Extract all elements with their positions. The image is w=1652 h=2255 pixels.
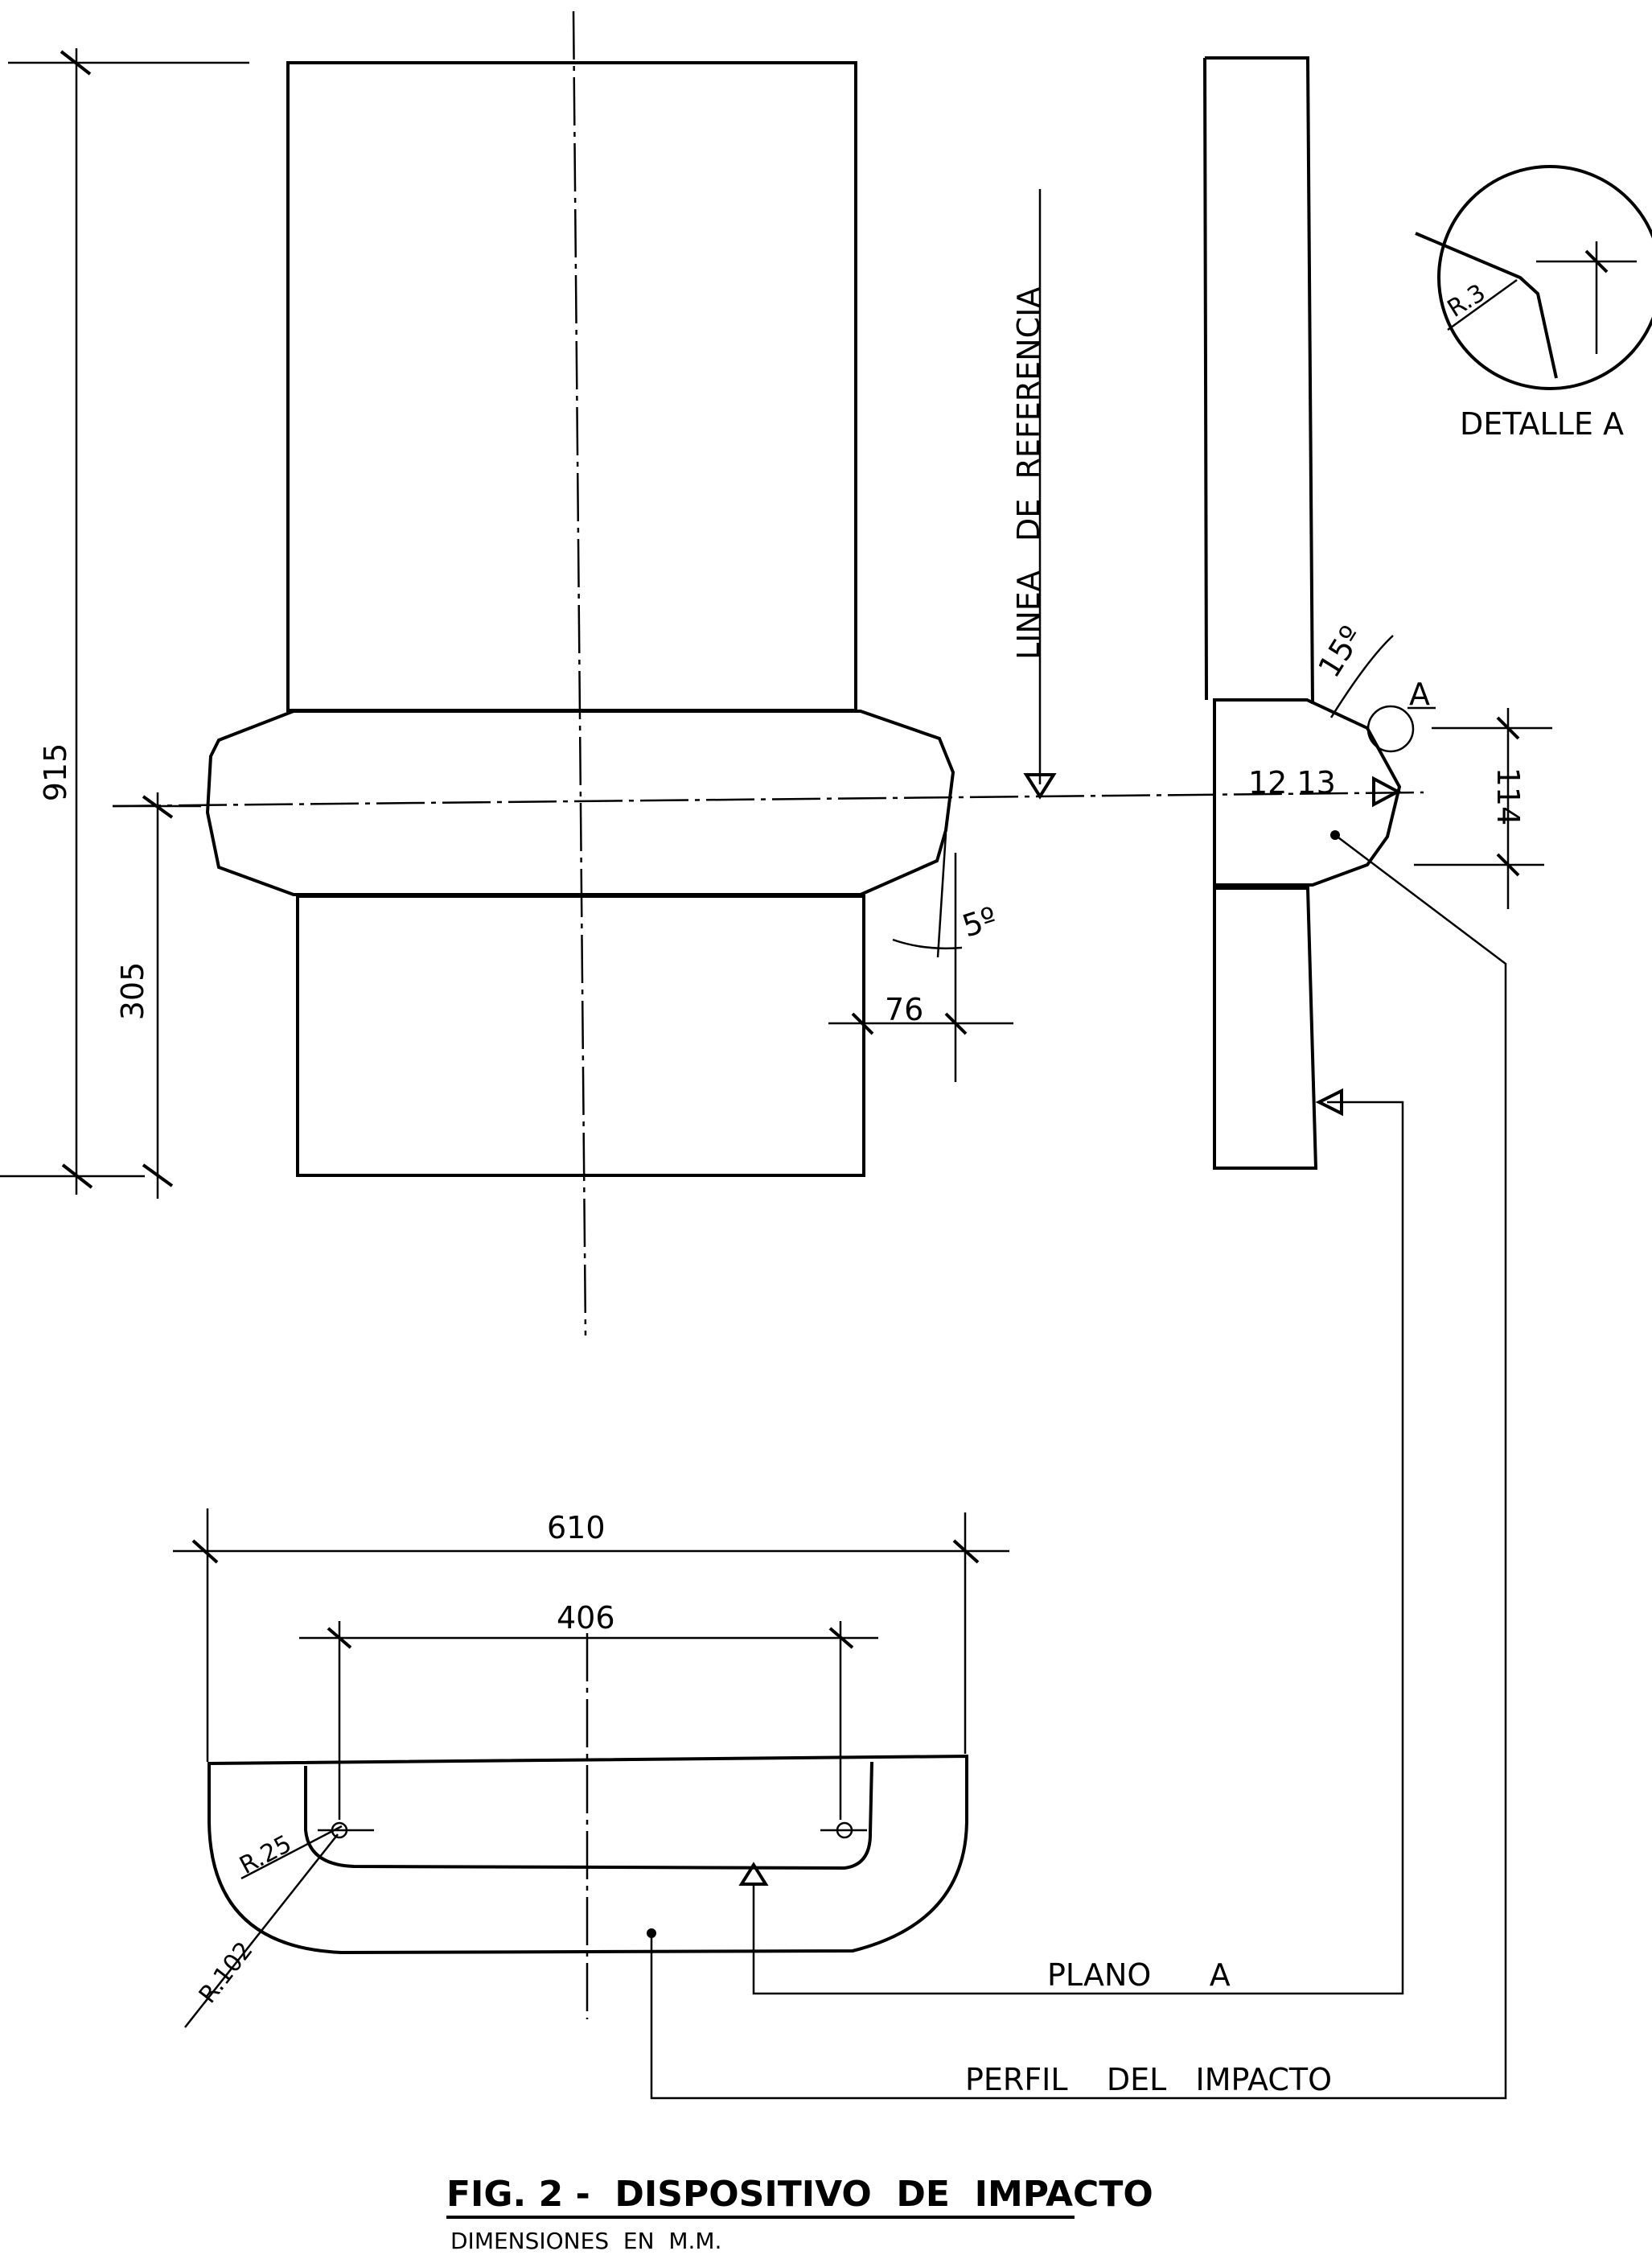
- vertical-axis: [572, 10, 587, 1336]
- dimension-406: 406: [299, 1600, 878, 1820]
- plan-inner-slot: [304, 1761, 873, 1870]
- dim-5deg-label: 5º: [958, 900, 1001, 944]
- reference-axis: [112, 791, 1424, 808]
- figure-subtitle: DIMENSIONES EN M.M.: [450, 2228, 721, 2254]
- impact-head: [205, 710, 955, 896]
- side-view: 12 13 15º A: [1203, 56, 1436, 1170]
- detail-a-marker: [1366, 705, 1415, 753]
- dim-915-label: 915: [38, 743, 73, 802]
- detail-radius-label: R.3: [1443, 278, 1491, 323]
- plane-a-leader: [752, 1101, 1404, 1995]
- dim-305-label: 305: [115, 962, 150, 1021]
- reference-arrow-icon: [1023, 773, 1057, 800]
- nose-label: 12 13: [1248, 765, 1336, 800]
- plane-a-side-triangle-icon: [1315, 1088, 1343, 1117]
- side-bar-lower: [1213, 887, 1318, 1170]
- detail-title: DETALLE A: [1460, 406, 1624, 442]
- detail-circle: [1437, 165, 1652, 390]
- dimension-610: 610: [173, 1508, 1009, 1762]
- reference-line-label: LINEA DE REFERENCIA: [1011, 287, 1046, 660]
- reference-line-callout: LINEA DE REFERENCIA: [1011, 189, 1057, 800]
- plane-a-label: PLANO A: [1047, 1957, 1231, 1993]
- dimension-114: 114: [1414, 708, 1552, 909]
- dimension-305: 305: [113, 792, 201, 1199]
- dim-610-label: 610: [547, 1510, 606, 1545]
- side-bar-upper: [1205, 56, 1314, 705]
- impact-profile-leader: [650, 834, 1507, 2100]
- upper-column: [286, 61, 857, 712]
- plan-view: R.25 R.102: [184, 1633, 968, 2028]
- radius-25-label: R.25: [235, 1829, 296, 1880]
- nose-triangle-icon: [1372, 776, 1402, 808]
- dim-114-label: 114: [1490, 767, 1526, 826]
- dimension-915: 915: [0, 48, 249, 1195]
- detail-profile: [1415, 232, 1558, 379]
- profile-dot: [647, 1928, 656, 1938]
- front-view: [112, 10, 1424, 1336]
- dimension-76: 76 5º: [828, 833, 1013, 1082]
- figure-title: FIG. 2 - DISPOSITIVO DE IMPACTO: [446, 2174, 1153, 2215]
- dim-406-label: 406: [557, 1600, 615, 1636]
- detail-a: R.3 DETALLE A: [1415, 165, 1652, 442]
- plan-outer-shape: [208, 1754, 968, 1955]
- impact-profile-label: PERFIL DEL IMPACTO: [965, 2062, 1332, 2097]
- leaders: PLANO A PERFIL DEL IMPACTO: [650, 834, 1507, 2100]
- lower-column: [296, 895, 865, 1177]
- dim-76-label: 76: [885, 992, 923, 1027]
- caption: FIG. 2 - DISPOSITIVO DE IMPACTO DIMENSIO…: [446, 2174, 1153, 2254]
- side-nose: [1213, 698, 1402, 887]
- detail-marker-label: A: [1409, 677, 1430, 712]
- radius-102-label: R.102: [194, 1936, 259, 2009]
